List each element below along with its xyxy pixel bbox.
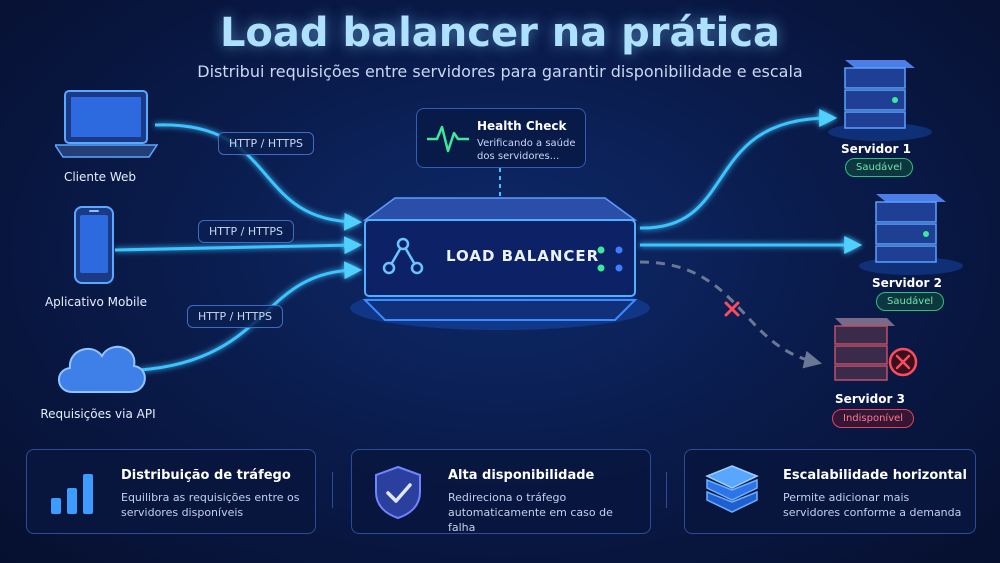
- feature-title: Escalabilidade horizontal: [783, 468, 967, 483]
- status-led: [597, 246, 605, 254]
- page-subtitle: Distribui requisições entre servidores p…: [197, 62, 803, 81]
- client-web-label: Cliente Web: [63, 170, 137, 184]
- wire-client-mobile: [114, 236, 363, 255]
- feature-title: Alta disponibilidade: [448, 468, 595, 483]
- client-mobile-label: Aplicativo Mobile: [44, 295, 148, 309]
- status-led: [615, 264, 623, 272]
- health-check-panel: Health Check Verificando a saúde dos ser…: [416, 108, 586, 168]
- server-1-status-badge: Saudável: [845, 158, 914, 177]
- feature-card-traffic: Distribuição de tráfego Equilibra as req…: [26, 449, 316, 534]
- server-3-icon: [834, 318, 918, 381]
- server-3-label: Servidor 3: [835, 392, 905, 406]
- shield-check-icon: [375, 465, 421, 520]
- server-2-status-badge: Saudável: [876, 292, 945, 311]
- feature-description: Redireciona o tráfego automaticamente em…: [448, 491, 613, 534]
- heartbeat-icon: [427, 125, 469, 153]
- server-1-label: Servidor 1: [841, 142, 911, 156]
- protocol-label-web: HTTP / HTTPS: [218, 132, 314, 155]
- load-balancer-device: [350, 197, 650, 330]
- smartphone-icon: [74, 206, 114, 284]
- health-check-title: Health Check: [477, 119, 567, 133]
- health-check-description: Verificando a saúde dos servidores...: [477, 138, 576, 162]
- status-led: [597, 264, 605, 272]
- failure-x-icon: [724, 301, 740, 317]
- feature-description: Permite adicionar mais servidores confor…: [783, 491, 962, 519]
- feature-description: Equilibra as requisições entre os servid…: [121, 491, 300, 519]
- divider: [666, 472, 667, 508]
- cloud-icon: [58, 346, 146, 393]
- wire-client-web: [154, 123, 363, 231]
- wire-server-3-failed: [639, 260, 823, 369]
- client-api-label: Requisições via API: [40, 407, 156, 421]
- server-2-label: Servidor 2: [872, 276, 942, 290]
- divider: [332, 472, 333, 508]
- laptop-icon: [55, 90, 159, 158]
- protocol-label-api: HTTP / HTTPS: [187, 305, 283, 328]
- error-icon: [888, 347, 918, 377]
- server-3-status-badge: Indisponível: [832, 409, 915, 428]
- feature-title: Distribuição de tráfego: [121, 468, 291, 483]
- layers-icon: [705, 465, 759, 513]
- bar-chart-icon: [51, 474, 93, 514]
- feature-card-scalability: Escalabilidade horizontal Permite adicio…: [684, 449, 976, 534]
- status-led: [615, 246, 623, 254]
- server-1-icon: [828, 60, 932, 141]
- page-title: Load balancer na prática: [219, 10, 781, 56]
- server-2-icon: [859, 194, 963, 275]
- network-nodes-icon: [382, 237, 424, 275]
- load-balancer-label: LOAD BALANCER: [446, 247, 600, 265]
- protocol-label-mobile: HTTP / HTTPS: [198, 220, 294, 243]
- feature-card-availability: Alta disponibilidade Redireciona o tráfe…: [351, 449, 651, 534]
- wire-server-1: [639, 109, 838, 230]
